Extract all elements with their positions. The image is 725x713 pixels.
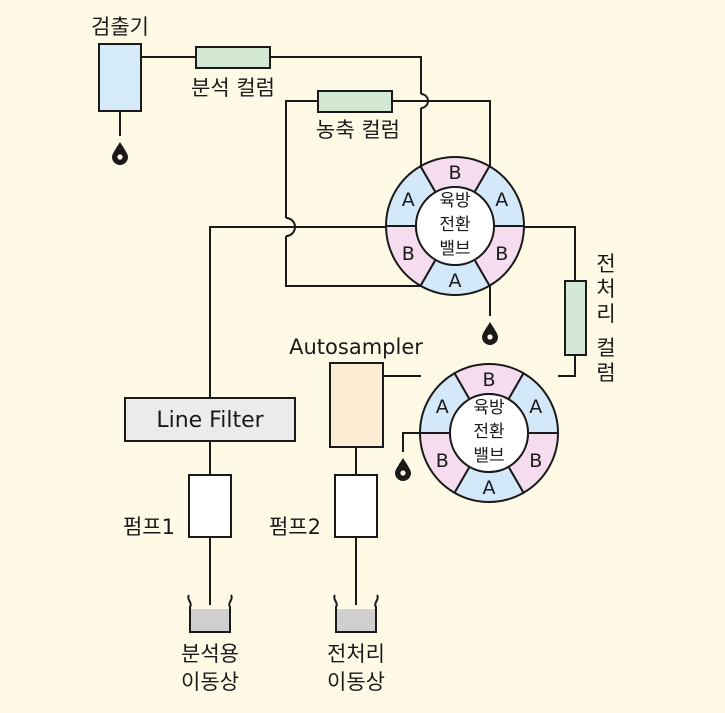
valve-upper-center-3: 밸브 xyxy=(439,239,470,259)
six-port-valve-upper: B A B A B A 육방 전환 밸브 xyxy=(384,156,526,345)
valve-port-label: B xyxy=(402,243,415,265)
reservoir-analytical-label-1: 분석용 xyxy=(181,642,239,666)
line-filter-box xyxy=(124,397,296,442)
pump-1-box xyxy=(188,474,232,538)
pump-1: 펌프1 xyxy=(123,474,232,539)
valve-port-label: A xyxy=(529,396,542,418)
valve-lower-segments: B A B A B A xyxy=(418,363,560,503)
reservoir-analytical-label-2: 이동상 xyxy=(181,670,239,694)
concentration-column: 농축 컬럼 xyxy=(316,90,400,142)
reservoir-analytical: 분석용 이동상 xyxy=(181,594,239,694)
pump-1-label: 펌프1 xyxy=(123,515,175,539)
valve-lower-center-2: 전환 xyxy=(473,422,504,442)
reservoir-icon xyxy=(333,594,379,633)
reservoir-pretreatment-label-2: 이동상 xyxy=(327,670,385,694)
pump-2: 펌프2 xyxy=(269,474,378,539)
reservoir-icon xyxy=(187,594,233,633)
valve-port-label: A xyxy=(402,189,415,211)
pretreatment-column-label-5: 럼 xyxy=(596,361,615,385)
valve-upper-center-2: 전환 xyxy=(439,215,470,235)
six-port-valve-lower: B A B A B A 육방 전환 밸브 xyxy=(395,363,560,503)
pretreatment-column-label-3: 리 xyxy=(596,302,615,326)
valve-port-label: A xyxy=(483,477,496,499)
detector-label: 검출기 xyxy=(91,15,149,39)
valve-lower-center-1: 육방 xyxy=(473,398,505,418)
pump-2-box xyxy=(334,474,378,538)
valve-port-label: A xyxy=(495,189,508,211)
valve-port-label: B xyxy=(495,243,508,265)
drip-icon xyxy=(482,322,498,345)
pretreatment-column-label-1: 전 xyxy=(596,252,615,276)
detector-box xyxy=(98,43,142,112)
valve-port-label: B xyxy=(482,369,495,391)
pump-2-label: 펌프2 xyxy=(269,515,321,539)
autosampler: Autosampler xyxy=(289,335,423,448)
autosampler-label: Autosampler xyxy=(289,335,423,359)
concentration-column-label: 농축 컬럼 xyxy=(316,118,400,142)
drip-icon xyxy=(395,458,411,481)
autosampler-box xyxy=(329,362,384,448)
reservoir-pretreatment: 전처리 이동상 xyxy=(327,594,385,694)
detector: 검출기 xyxy=(91,15,149,165)
pretreatment-column-label-4: 컬 xyxy=(596,336,615,360)
valve-port-label: B xyxy=(448,162,461,184)
valve-port-label: B xyxy=(529,450,542,472)
analytical-column-label: 분석 컬럼 xyxy=(191,76,275,100)
valve-port-label: A xyxy=(436,396,449,418)
reservoir-pretreatment-label-1: 전처리 xyxy=(327,642,385,666)
valve-port-label: A xyxy=(449,270,462,292)
valve-lower-center-3: 밸브 xyxy=(473,446,504,466)
valve-upper-center-1: 육방 xyxy=(439,191,471,211)
line-filter-label: Line Filter xyxy=(156,408,264,433)
drip-icon xyxy=(112,142,128,165)
flow-lines xyxy=(119,56,576,605)
pretreatment-column: 전 처 리 컬 럼 xyxy=(564,252,616,385)
analytical-column: 분석 컬럼 xyxy=(191,46,275,100)
line-filter: Line Filter xyxy=(124,397,296,442)
pretreatment-column-label-2: 처 xyxy=(596,277,615,301)
valve-port-label: B xyxy=(436,450,449,472)
